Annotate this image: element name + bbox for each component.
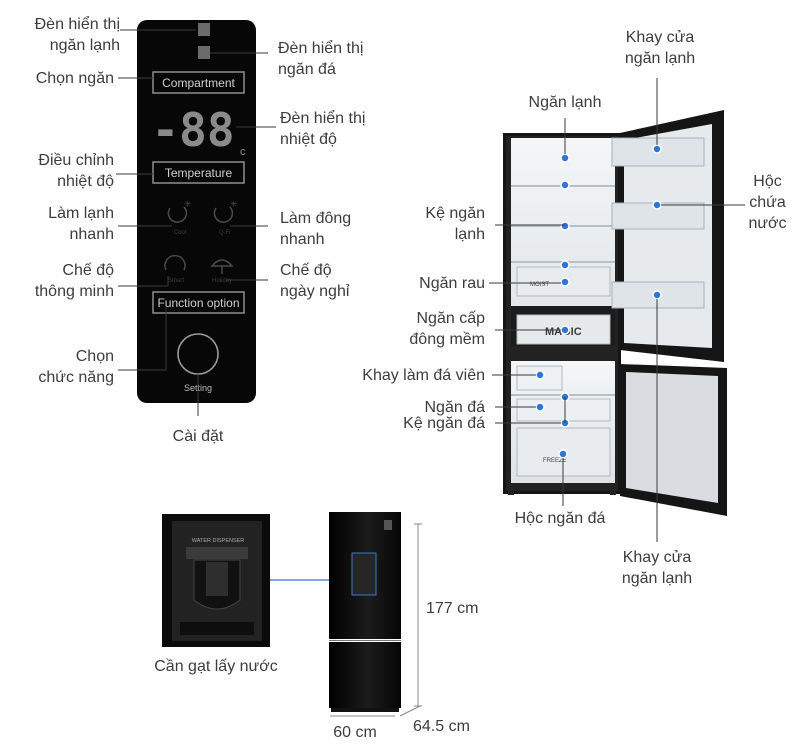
label-height: 177 cm (426, 600, 479, 617)
label-vegetable-drawer: Ngăn rau (419, 275, 485, 292)
label-dispenser-lever: Cần gạt lấy nước (154, 658, 278, 675)
label-fridge-compartment: Ngăn lạnh (528, 94, 602, 111)
fridge-leader-lines (489, 78, 745, 542)
label-quick-freeze: Làm đông nhanh (280, 210, 352, 248)
smart-icon (164, 254, 186, 271)
label-door-tray-bottom: Khay cửa ngăn lạnh (621, 549, 693, 587)
snowflake-icon (213, 206, 234, 223)
label-select-function: Chọn chức năng (38, 348, 114, 386)
temperature-button-label: Temperature (165, 166, 233, 180)
smart-mode-button[interactable]: Smart (164, 254, 186, 284)
svg-text:✳: ✳ (230, 199, 238, 209)
label-freezer-drawer: Hộc ngăn đá (514, 510, 606, 527)
holiday-mode-button[interactable]: Holiday (210, 259, 234, 284)
ice-indicator-light (198, 46, 210, 59)
water-dispenser-closeup: WATER DISPENSER (162, 514, 270, 647)
label-select-compartment: Chọn ngăn (35, 70, 114, 87)
control-panel: Compartment -88 c Temperature ✳ Cool ✳ Q… (137, 20, 256, 403)
temperature-display: -88 (151, 103, 234, 157)
quick-cool-button[interactable]: ✳ Cool (167, 199, 192, 236)
label-ice-tray: Khay làm đá viên (362, 367, 485, 384)
holiday-mode-label: Holiday (212, 278, 232, 284)
smart-mode-label: Smart (168, 278, 184, 284)
svg-text:✳: ✳ (184, 199, 192, 209)
label-quick-cool: Làm lạnh nhanh (48, 205, 114, 243)
fridge-indicator-light (198, 23, 210, 36)
label-width: 60 cm (333, 724, 377, 741)
label-depth: 64.5 cm (413, 718, 470, 735)
function-option-label: Function option (157, 296, 239, 310)
compartment-button-label: Compartment (162, 76, 235, 90)
compartment-button[interactable]: Compartment (152, 71, 245, 94)
label-soft-freeze: Ngăn cấp đông mềm (409, 310, 485, 348)
umbrella-icon (210, 259, 234, 274)
label-water-tank: Hộc chứa nước (748, 173, 787, 232)
temperature-button[interactable]: Temperature (152, 161, 245, 184)
label-setting: Cài đặt (172, 428, 224, 445)
label-door-tray-top: Khay cửa ngăn lạnh (624, 29, 696, 67)
dimension-lines (330, 523, 422, 717)
panel-leader-lines (116, 29, 276, 416)
open-fridge: MOIST MAGIC FREEZE (503, 110, 727, 516)
quick-freeze-button[interactable]: ✳ Q.Fr (213, 199, 238, 236)
closed-fridge (329, 512, 401, 712)
label-fridge-shelf: Kệ ngăn lạnh (425, 205, 485, 243)
snowflake-icon (167, 206, 188, 223)
label-freezer: Ngăn đá (424, 399, 486, 416)
dispenser-title: WATER DISPENSER (192, 538, 245, 544)
temperature-unit: c (240, 146, 246, 158)
label-ice-indicator: Đèn hiển thị ngăn đá (278, 40, 364, 78)
function-option-button[interactable]: Function option (152, 291, 245, 314)
label-holiday-mode: Chế độ ngày nghỉ (280, 262, 350, 300)
moist-drawer-text: MOIST (530, 282, 549, 288)
label-freezer-shelf: Kệ ngăn đá (403, 415, 485, 432)
label-fridge-indicator: Đèn hiển thị ngăn lạnh (34, 16, 120, 54)
label-temperature-indicator: Đèn hiển thị nhiệt độ (280, 110, 366, 148)
label-smart-mode: Chế độ thông minh (34, 262, 114, 300)
label-adjust-temperature: Điều chỉnh nhiệt độ (38, 152, 114, 190)
quick-cool-label: Cool (174, 230, 186, 236)
quick-freeze-label: Q.Fr (219, 230, 231, 236)
freeze-drawer-text: FREEZE (543, 458, 567, 464)
